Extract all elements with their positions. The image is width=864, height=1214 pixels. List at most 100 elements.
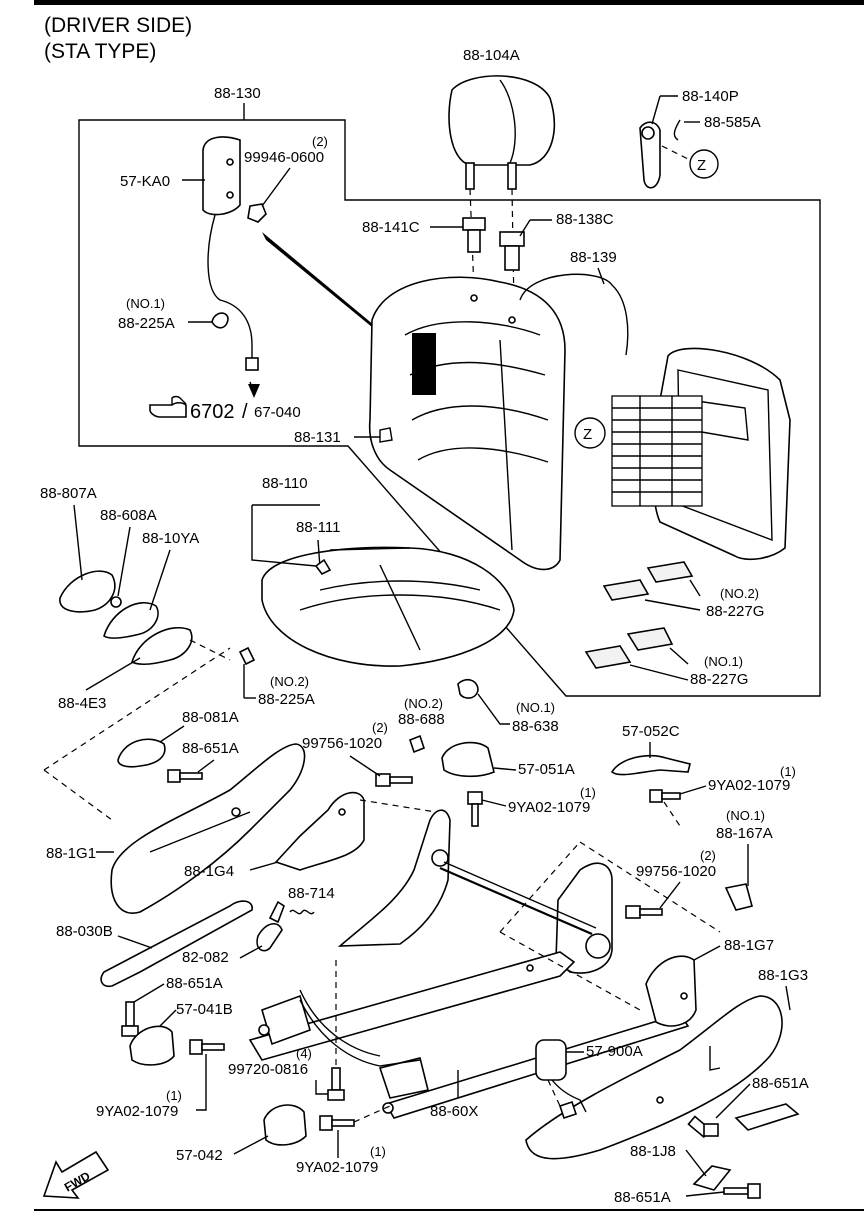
seatback-spring-mat[interactable] — [611, 395, 703, 507]
cover-88-10YA[interactable] — [103, 601, 159, 639]
zone-z-label-top: Z — [697, 157, 706, 174]
pad-88-227G-no1[interactable] — [584, 627, 674, 669]
label-88-227G-no2: 88-227G — [706, 603, 764, 620]
label-88-130: 88-130 — [214, 85, 261, 102]
rail-cover-88-030B[interactable] — [100, 900, 253, 988]
label-88-225A-no1: 88-225A — [118, 315, 175, 332]
label-88-585A: 88-585A — [704, 114, 761, 131]
label-88-081A: 88-081A — [182, 709, 239, 726]
buckle-57-900A[interactable] — [535, 1039, 587, 1120]
bolt-88-651A-3[interactable] — [687, 1115, 719, 1139]
clip-88-638[interactable] — [457, 678, 479, 699]
bolt-9YA02-1079-a[interactable] — [649, 789, 681, 803]
headrest[interactable] — [448, 75, 556, 190]
cover-88-4E3[interactable] — [131, 626, 193, 665]
bolt-9YA02-1079-c[interactable] — [189, 1039, 225, 1055]
recliner-knob-88-807A[interactable] — [59, 570, 116, 613]
label-88-227G-no1: 88-227G — [690, 671, 748, 688]
label-88-1G7: 88-1G7 — [724, 937, 774, 954]
cover-88-081A[interactable] — [117, 738, 166, 768]
label-88-110: 88-110 — [262, 475, 308, 492]
label-9YA02-1079-d: 9YA02-1079 — [296, 1159, 378, 1176]
label-88-651A-3: 88-651A — [752, 1075, 809, 1092]
zone-z-label-frame: Z — [583, 426, 592, 443]
label-88-104A: 88-104A — [463, 47, 520, 64]
side-airbag-module[interactable] — [202, 136, 259, 371]
label-99720-0816-qty: (4) — [296, 1046, 312, 1061]
header-sta-type: (STA TYPE) — [44, 40, 156, 63]
seatback-cushion[interactable] — [368, 276, 566, 571]
label-88-225A-no2: 88-225A — [258, 691, 315, 708]
label-88-1G1: 88-1G1 — [46, 845, 96, 862]
label-88-651A-2: 88-651A — [166, 975, 223, 992]
pad-88-227G-no2[interactable] — [602, 561, 694, 601]
label-88-167A-tag: (NO.1) — [726, 808, 765, 823]
connector-88-225A-no2[interactable] — [238, 646, 256, 666]
lever-82-082[interactable] — [256, 900, 285, 952]
harness-88-139[interactable] — [519, 273, 629, 356]
label-99946-0600: 99946-0600 — [244, 149, 324, 166]
label-88-688: 88-688 — [398, 711, 445, 728]
label-88-638-tag: (NO.1) — [516, 700, 555, 715]
label-57-KA0: 57-KA0 — [120, 173, 170, 190]
label-88-225A-no2-tag: (NO.2) — [270, 674, 309, 689]
label-88-4E3: 88-4E3 — [58, 695, 106, 712]
label-9YA02-1079-b: 9YA02-1079 — [508, 799, 590, 816]
cover-57-051A[interactable] — [441, 741, 495, 778]
cover-57-042[interactable] — [263, 1104, 307, 1146]
airbag-nut[interactable] — [247, 203, 267, 223]
inner-shield-88-1G4[interactable] — [274, 791, 365, 871]
header-driver-side: (DRIVER SIDE) — [44, 14, 192, 37]
forward-arrow-icon — [42, 1150, 110, 1199]
headrest-guide-88-141C[interactable] — [462, 217, 486, 253]
label-99720-0816: 99720-0816 — [228, 1061, 308, 1078]
label-88-651A-4: 88-651A — [614, 1189, 671, 1206]
connector-88-167A[interactable] — [724, 883, 753, 911]
bolt-9YA02-1079-b[interactable] — [467, 791, 483, 827]
label-99756-1020-b: 99756-1020 — [636, 863, 716, 880]
bolt-99756-1020-a[interactable] — [375, 773, 413, 787]
label-88-227G-no2-tag: (NO.2) — [720, 586, 759, 601]
side-shield-88-1G1[interactable] — [110, 743, 306, 914]
bolt-99720-0816[interactable] — [327, 1067, 345, 1101]
label-88-141C: 88-141C — [362, 219, 420, 236]
bolt-9YA02-1079-d[interactable] — [319, 1115, 355, 1131]
label-88-60X: 88-60X — [430, 1103, 478, 1120]
label-9YA02-1079-a: 9YA02-1079 — [708, 777, 790, 794]
cover-57-052C[interactable] — [610, 754, 691, 776]
pointing-hand-icon — [149, 395, 187, 418]
side-shield-88-1G3[interactable] — [525, 995, 783, 1160]
spring-88-714[interactable] — [289, 909, 315, 915]
trim-88-1J8[interactable] — [692, 1103, 800, 1191]
label-88-651A-1: 88-651A — [182, 740, 239, 757]
label-88-10YA: 88-10YA — [142, 530, 199, 547]
label-57-042: 57-042 — [176, 1147, 223, 1164]
label-9YA02-1079-c-qty: (1) — [166, 1088, 182, 1103]
label-88-167A: 88-167A — [716, 825, 773, 842]
bolt-88-651A-4[interactable] — [723, 1183, 761, 1199]
recliner-lever[interactable] — [639, 121, 661, 189]
seatback-group-outline — [78, 119, 821, 697]
seat-cushion[interactable] — [261, 546, 515, 667]
clip-88-608A[interactable] — [110, 596, 122, 608]
clip-88-688[interactable] — [409, 734, 425, 754]
cover-57-041B[interactable] — [129, 1025, 175, 1066]
label-88-131: 88-131 — [294, 429, 341, 446]
zone-z-marker-top — [689, 149, 719, 179]
bolt-99756-1020-b[interactable] — [625, 905, 663, 919]
label-99946-0600-qty: (2) — [312, 134, 328, 149]
inner-shield-88-1G7[interactable] — [645, 955, 697, 1027]
label-88-638: 88-638 — [512, 718, 559, 735]
label-88-111: 88-111 — [296, 519, 340, 536]
label-57-041B: 57-041B — [176, 1001, 233, 1018]
label-88-227G-no1-tag: (NO.1) — [704, 654, 743, 669]
label-99756-1020-b-qty: (2) — [700, 848, 716, 863]
reference-6702: 6702 — [190, 401, 235, 423]
connector-88-225A-no1[interactable] — [211, 312, 229, 329]
bolt-88-651A-1[interactable] — [167, 769, 203, 783]
headrest-guide-88-138C[interactable] — [499, 231, 525, 271]
label-99756-1020-a: 99756-1020 — [302, 735, 382, 752]
label-88-1J8: 88-1J8 — [630, 1143, 676, 1160]
bolt-88-651A-2[interactable] — [121, 1001, 139, 1037]
